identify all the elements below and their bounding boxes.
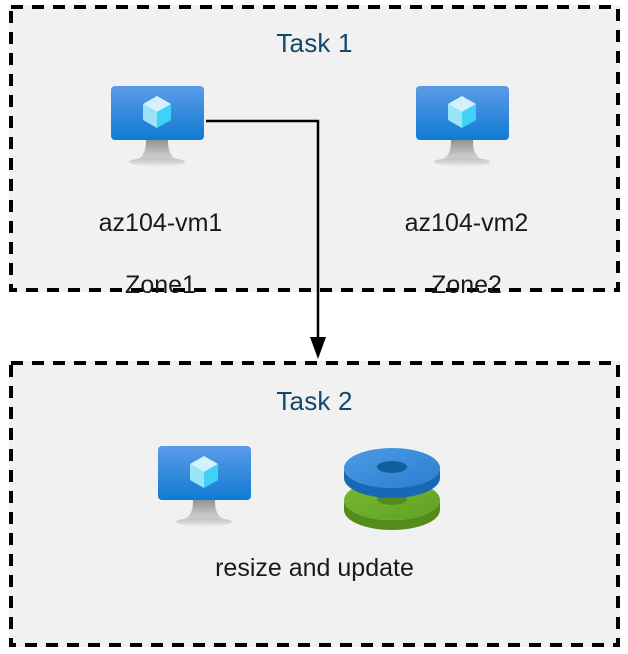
node-label-vm1: az104-vm1 Zone1: [48, 177, 273, 332]
arrowhead-icon: [310, 337, 326, 359]
task2-caption: resize and update: [215, 554, 414, 582]
node-label-vm2-line2: Zone2: [431, 271, 502, 299]
node-label-vm1-line1: az104-vm1: [98, 209, 223, 237]
group-title-task2: Task 2: [276, 386, 353, 416]
node-label-vm1-line2: Zone1: [125, 271, 196, 299]
azure-virtual-machine-icon[interactable]: [413, 83, 523, 176]
azure-disks-icon[interactable]: [336, 446, 451, 541]
node-label-vm2-line1: az104-vm2: [404, 209, 529, 237]
azure-virtual-machine-icon[interactable]: [155, 443, 265, 536]
group-box-task2[interactable]: Task 2: [9, 361, 620, 647]
node-label-vm2: az104-vm2 Zone2: [354, 177, 579, 332]
group-title-task1: Task 1: [276, 28, 353, 58]
azure-virtual-machine-icon[interactable]: [108, 83, 218, 176]
group-box-task1[interactable]: Task 1: [9, 5, 620, 299]
